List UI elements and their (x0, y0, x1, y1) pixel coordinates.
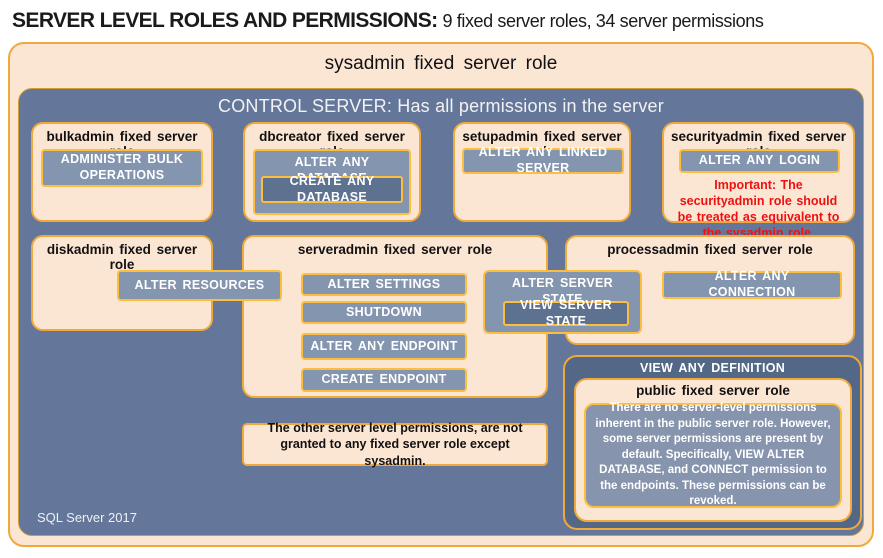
public-role-box: public fixed server role There are no se… (574, 378, 852, 522)
permission-administer-bulk-operations: ADMINISTER BULK OPERATIONS (41, 149, 203, 187)
public-role-title: public fixed server role (636, 383, 790, 398)
bulkadmin-role-box: bulkadmin fixed server role ADMINISTER B… (31, 122, 213, 222)
page-title: SERVER LEVEL ROLES AND PERMISSIONS:9 fix… (12, 9, 764, 33)
permission-shutdown: SHUTDOWN (301, 301, 467, 324)
view-any-definition-box: VIEW ANY DEFINITION public fixed server … (563, 355, 862, 530)
permission-alter-any-connection: ALTER ANY CONNECTION (662, 269, 842, 299)
control-server-title: CONTROL SERVER: Has all permissions in t… (218, 96, 664, 116)
securityadmin-warning-text: Important: The securityadmin role should… (677, 178, 840, 240)
public-role-description: There are no server-level permissions in… (584, 402, 842, 508)
page-title-subtitle: 9 fixed server roles, 34 server permissi… (442, 11, 764, 31)
setupadmin-role-box: setupadmin fixed server role ALTER ANY L… (453, 122, 631, 222)
page-title-main: SERVER LEVEL ROLES AND PERMISSIONS: (12, 9, 438, 32)
dbcreator-role-box: dbcreator fixed server role ALTER ANY DA… (243, 122, 421, 222)
permission-view-server-state: VIEW SERVER STATE (503, 298, 629, 328)
permission-alter-resources: ALTER RESOURCES (117, 270, 282, 301)
permission-alter-settings: ALTER SETTINGS (301, 273, 467, 296)
serveradmin-role-title: serveradmin fixed server role (297, 242, 493, 257)
permission-alter-any-linked-server: ALTER ANY LINKED SERVER (462, 145, 624, 175)
processadmin-role-title: processadmin fixed server role (607, 242, 813, 257)
sysadmin-role-title: sysadmin fixed server role (324, 53, 558, 74)
diskadmin-role-title: diskadmin fixed server role (46, 242, 198, 272)
permission-view-any-definition: VIEW ANY DEFINITION (639, 361, 786, 375)
other-permissions-note: The other server level permissions, are … (242, 421, 548, 468)
permission-create-endpoint: CREATE ENDPOINT (301, 368, 467, 392)
permission-alter-any-login: ALTER ANY LOGIN (679, 149, 840, 173)
permission-alter-any-endpoint: ALTER ANY ENDPOINT (301, 333, 467, 360)
securityadmin-role-box: securityadmin fixed server role ALTER AN… (662, 122, 855, 240)
permission-create-any-database: CREATE ANY DATABASE (261, 174, 403, 204)
sql-server-version-label: SQL Server 2017 (37, 510, 137, 525)
